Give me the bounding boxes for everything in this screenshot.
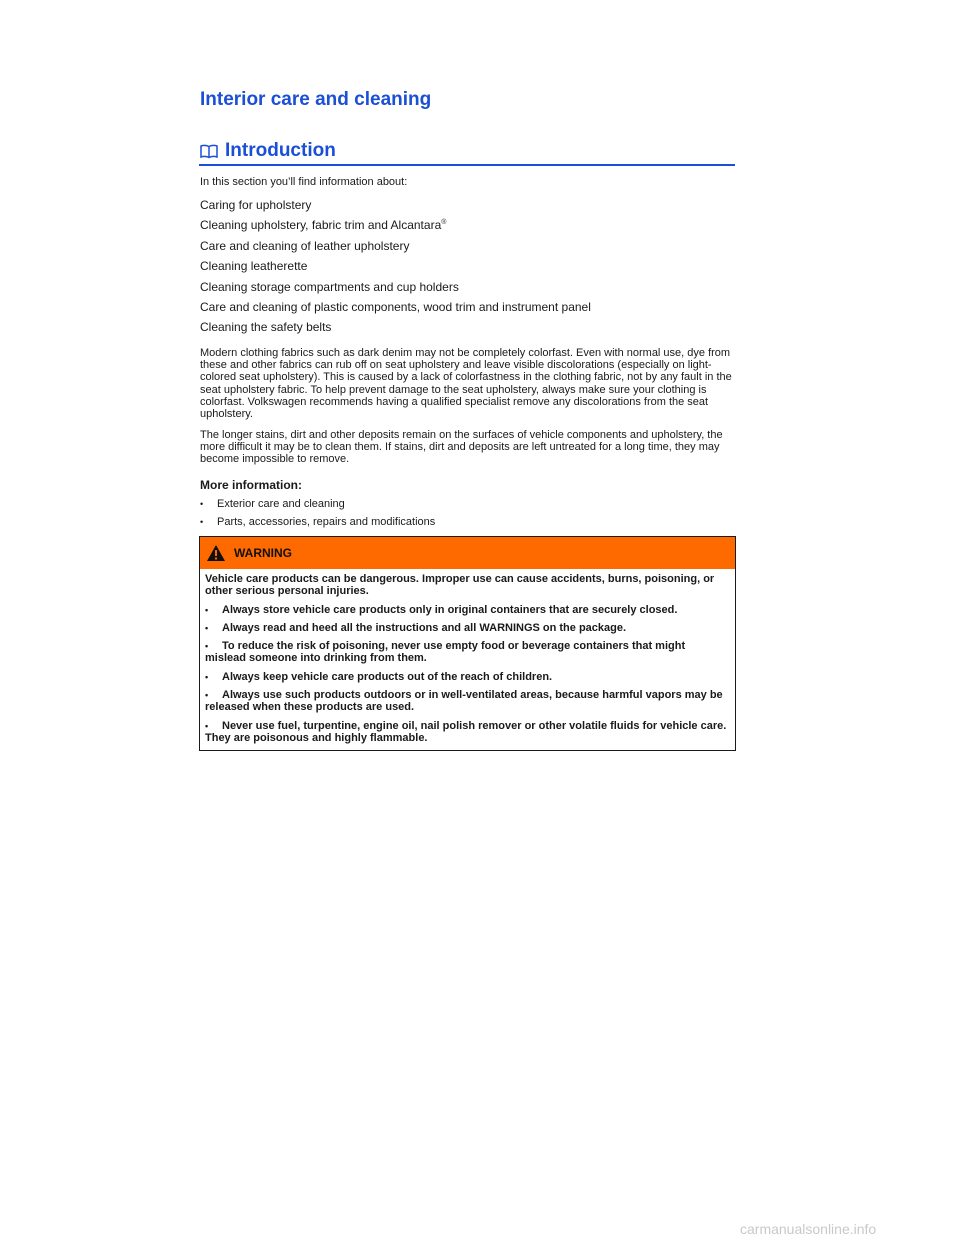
warning-triangle-icon [206, 544, 226, 562]
warning-item-text: To reduce the risk of poisoning, never u… [205, 640, 686, 665]
section-heading: Introduction [199, 140, 735, 166]
bullet-icon: • [205, 720, 209, 731]
topic-item[interactable]: Care and cleaning of leather upholstery [200, 235, 735, 255]
intro-text: In this section you’ll find information … [200, 176, 408, 188]
warning-header: WARNING [200, 537, 735, 569]
warning-item-text: Always use such products outdoors or in … [205, 689, 723, 714]
warning-item-text: Never use fuel, turpentine, engine oil, … [205, 719, 727, 744]
more-info-link[interactable]: Exterior care and cleaning [217, 497, 345, 510]
topic-text: Caring for upholstery [200, 198, 312, 212]
topic-text: Care and cleaning of leather upholstery [200, 238, 410, 253]
more-info-item[interactable]: • Exterior care and cleaning [200, 498, 735, 510]
topic-text: Cleaning storage compartments and cup ho… [200, 279, 459, 294]
warning-item-text: Always store vehicle care products only … [222, 603, 678, 616]
warning-item: •Always use such products outdoors or in… [205, 689, 729, 714]
topic-text: Care and cleaning of plastic components,… [200, 300, 591, 315]
bullet-icon: • [200, 498, 204, 509]
warning-item: •Never use fuel, turpentine, engine oil,… [205, 720, 729, 745]
topic-item[interactable]: Caring for upholstery [200, 194, 735, 214]
topic-item[interactable]: Cleaning the safety belts [200, 316, 735, 336]
bullet-icon: • [205, 641, 209, 652]
bullet-icon: • [205, 622, 209, 633]
more-info-heading: More information: [200, 477, 302, 492]
more-info-list: • Exterior care and cleaning • Parts, ac… [200, 498, 735, 529]
warning-label: WARNING [234, 546, 292, 560]
warning-body: Vehicle care products can be dangerous. … [200, 569, 735, 750]
paragraph-stains: The longer stains, dirt and other deposi… [200, 428, 723, 466]
bullet-icon: • [205, 690, 209, 701]
bullet-icon: • [205, 604, 209, 615]
warning-item: • Always read and heed all the instructio… [205, 622, 729, 634]
topic-item[interactable]: Care and cleaning of plastic components,… [200, 296, 735, 316]
warning-intro: Vehicle care products can be dangerous. … [205, 573, 715, 598]
content: In this section you’ll find information … [200, 176, 735, 534]
bullet-icon: • [200, 516, 204, 527]
warning-item-text: Always read and heed all the instruction… [222, 621, 627, 634]
section-heading-text: Introduction [225, 140, 336, 161]
watermark: carmanualsonline.info [740, 1221, 877, 1237]
more-info-item[interactable]: • Parts, accessories, repairs and modifi… [200, 516, 735, 528]
warning-item: •To reduce the risk of poisoning, never … [205, 640, 729, 665]
warning-item-text: Always keep vehicle care products out of… [222, 670, 553, 683]
registered-mark: ® [441, 219, 447, 227]
book-icon [199, 143, 219, 159]
topic-item[interactable]: Cleaning upholstery, fabric trim and Alc… [200, 214, 735, 234]
topic-item[interactable]: Cleaning storage compartments and cup ho… [200, 276, 735, 296]
topic-text: Cleaning the safety belts [200, 320, 332, 335]
topic-list: Caring for upholstery Cleaning upholster… [200, 194, 735, 337]
warning-box: WARNING Vehicle care products can be dan… [199, 536, 736, 752]
bullet-icon: • [205, 671, 209, 682]
paragraph-colorfast: Modern clothing fabrics such as dark den… [200, 346, 732, 421]
page-title: Interior care and cleaning [200, 89, 432, 110]
warning-list: • Always store vehicle care products only… [205, 604, 729, 745]
topic-text: Cleaning upholstery, fabric trim and Alc… [200, 218, 442, 233]
topic-text: Cleaning leatherette [200, 259, 308, 274]
warning-item: • Always keep vehicle care products out o… [205, 671, 729, 683]
more-info-link[interactable]: Parts, accessories, repairs and modifica… [217, 515, 436, 528]
topic-item[interactable]: Cleaning leatherette [200, 255, 735, 275]
warning-item: • Always store vehicle care products only… [205, 604, 729, 616]
